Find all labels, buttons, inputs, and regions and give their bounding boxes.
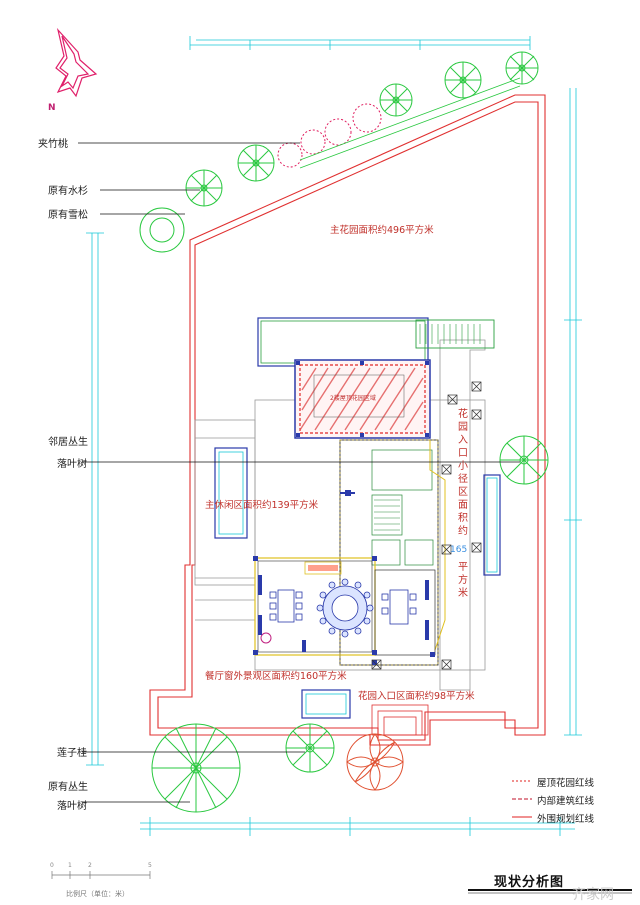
label-linju-2: 落叶树 bbox=[57, 459, 87, 470]
watermark: 齐家网 bbox=[572, 887, 614, 903]
legend-swatches bbox=[512, 780, 532, 818]
legend-item-outer: 外围规划红线 bbox=[537, 814, 595, 825]
area-dining-view: 餐厅窗外景观区面积约160平方米 bbox=[205, 671, 347, 682]
title-underline bbox=[468, 889, 632, 894]
scale-tick-0: 0 bbox=[50, 862, 54, 869]
outer-boundary bbox=[149, 94, 546, 746]
legend-item-roof: 屋顶花园红线 bbox=[537, 778, 595, 789]
leader-lines bbox=[78, 142, 520, 803]
area-path-num: 165 bbox=[450, 545, 468, 555]
label-jiazhutao: 夹竹桃 bbox=[38, 139, 68, 150]
trees bbox=[139, 51, 549, 813]
north-arrow-icon bbox=[55, 27, 98, 98]
area-roof-label: 2楼屋顶花园区域 bbox=[330, 395, 376, 402]
label-lianzi: 莲子桂 bbox=[57, 748, 87, 759]
entrance-steps bbox=[371, 704, 429, 736]
scale-tick-5: 5 bbox=[148, 862, 152, 869]
scale-bar bbox=[51, 871, 151, 879]
scale-label: 比例尺（单位：米） bbox=[66, 890, 129, 898]
label-yuanyou-2: 落叶树 bbox=[57, 801, 87, 812]
label-xuesong: 原有雪松 bbox=[48, 210, 88, 221]
area-main-leisure: 主休闲区面积约139平方米 bbox=[205, 500, 319, 511]
scale-tick-1: 1 bbox=[68, 862, 72, 869]
legend-item-interior: 内部建筑红线 bbox=[537, 796, 595, 807]
area-entrance: 花园入口区面积约98平方米 bbox=[358, 691, 475, 702]
pond-features bbox=[214, 447, 501, 719]
interior-floor-plan bbox=[253, 381, 482, 670]
label-shuishan: 原有水杉 bbox=[48, 186, 88, 197]
roof-garden bbox=[257, 317, 495, 439]
drawing-title: 现状分析图 bbox=[494, 875, 565, 890]
area-main-garden: 主花园面积约496平方米 bbox=[330, 225, 434, 236]
area-path-text: 花园入口小径区面积约 bbox=[458, 409, 468, 537]
label-linju-1: 邻居丛生 bbox=[48, 437, 88, 448]
scale-tick-2: 2 bbox=[88, 862, 92, 869]
area-path-unit: 平方米 bbox=[458, 562, 468, 599]
dimension-lines bbox=[86, 36, 582, 836]
label-yuanyou-1: 原有丛生 bbox=[48, 782, 88, 793]
north-label: N bbox=[48, 103, 56, 113]
